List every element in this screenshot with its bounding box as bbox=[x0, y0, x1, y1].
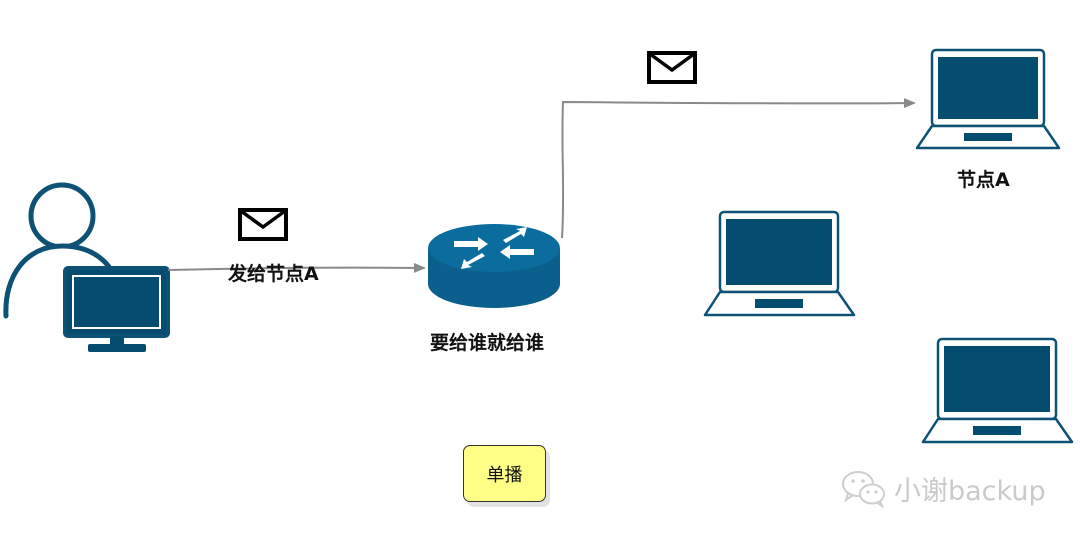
laptop-icon bbox=[703, 210, 856, 317]
arrow-user-to-router bbox=[167, 262, 426, 273]
router-icon bbox=[428, 224, 560, 308]
user-at-computer-icon bbox=[3, 182, 170, 352]
watermark-text: 小谢backup bbox=[894, 475, 1046, 507]
send-to-node-a-label: 发给节点A bbox=[228, 263, 319, 285]
wechat-icon bbox=[842, 471, 885, 508]
envelope-icon bbox=[647, 51, 697, 84]
laptop-icon bbox=[921, 337, 1074, 444]
node-a-label: 节点A bbox=[957, 169, 1010, 191]
envelope-icon bbox=[238, 208, 288, 241]
unicast-note: 单播 bbox=[463, 445, 546, 502]
laptop-icon bbox=[915, 48, 1061, 150]
arrow-router-to-node-a bbox=[561, 98, 916, 239]
watermark: 小谢backup bbox=[840, 466, 1046, 510]
router-caption: 要给谁就给谁 bbox=[430, 332, 545, 354]
unicast-note-text: 单播 bbox=[486, 464, 523, 486]
